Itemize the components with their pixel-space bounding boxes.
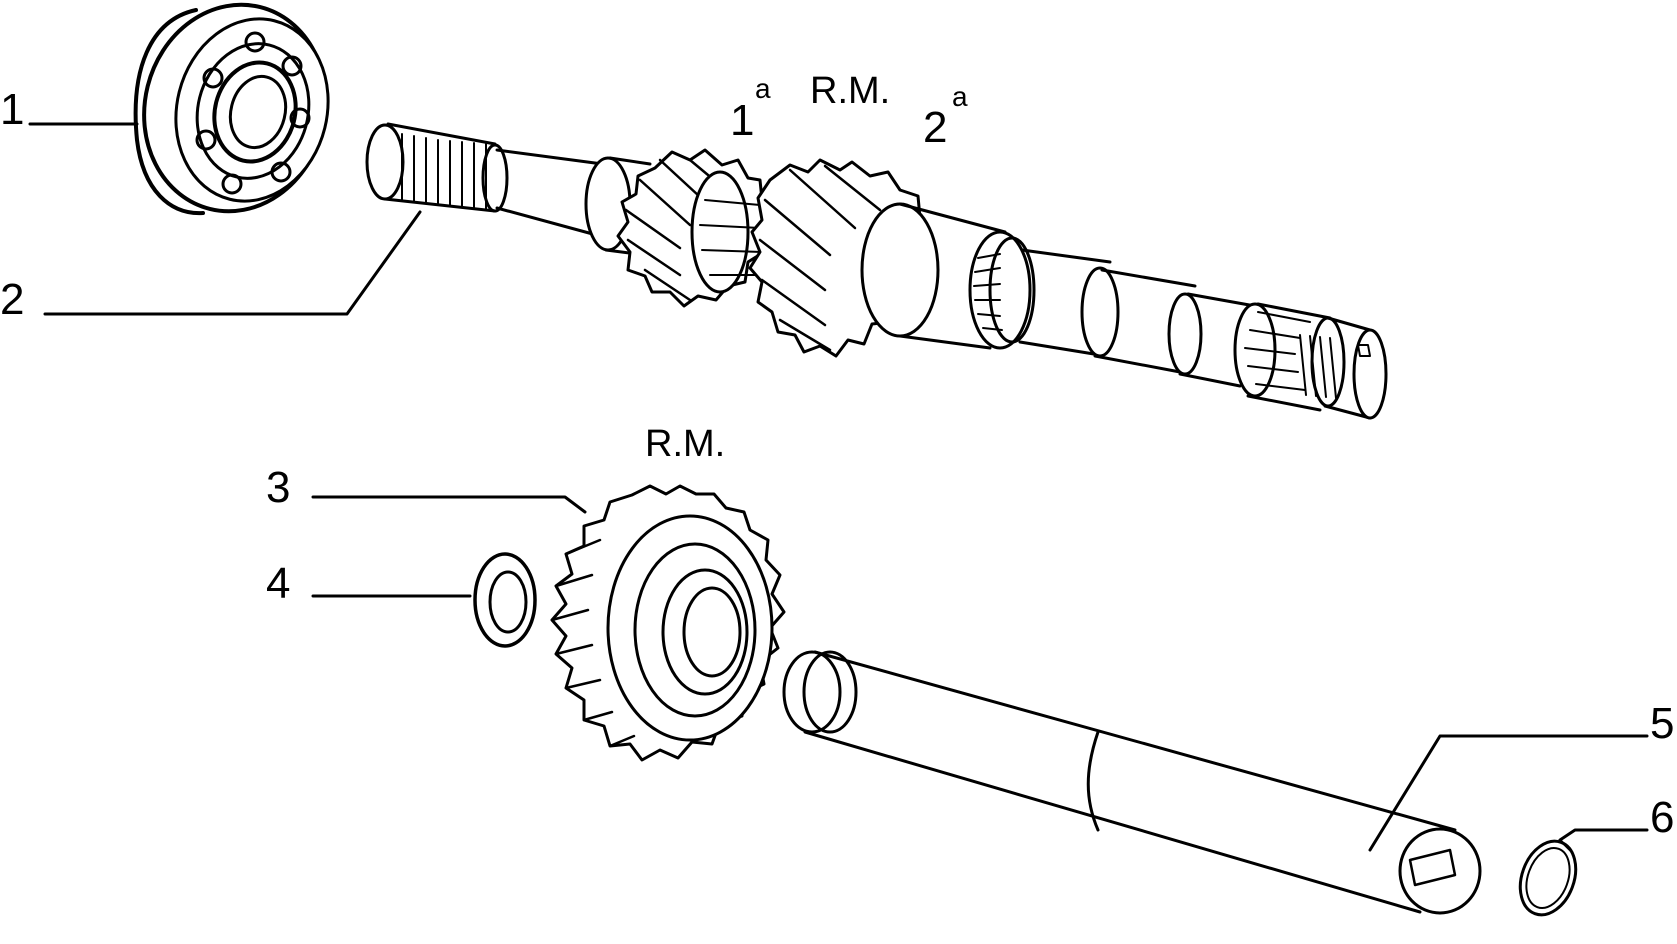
label-first-gear-number: 1 <box>730 96 754 145</box>
label-reverse-top: R.M. <box>810 70 890 112</box>
idler-shaft <box>782 650 1482 915</box>
callout-3: 3 <box>266 463 290 512</box>
circlip <box>1518 838 1578 917</box>
callout-5: 5 <box>1650 699 1674 748</box>
splined-collar <box>968 230 1036 350</box>
callout-2: 2 <box>0 275 24 324</box>
thrust-washer <box>473 552 537 648</box>
callout-1: 1 <box>0 85 24 134</box>
label-first-gear-sup: a <box>755 73 771 104</box>
second-gear <box>748 158 1007 358</box>
callout-6: 6 <box>1650 793 1674 842</box>
main-shaft <box>365 122 1388 420</box>
first-gear <box>616 148 772 308</box>
label-reverse-bottom: R.M. <box>645 423 725 465</box>
label-second-gear-sup: a <box>952 81 968 112</box>
leader-lines <box>28 122 1649 852</box>
ball-bearing <box>133 2 330 216</box>
callout-4: 4 <box>266 559 290 608</box>
label-second-gear-number: 2 <box>923 103 947 152</box>
reverse-idler-gear <box>550 484 786 762</box>
